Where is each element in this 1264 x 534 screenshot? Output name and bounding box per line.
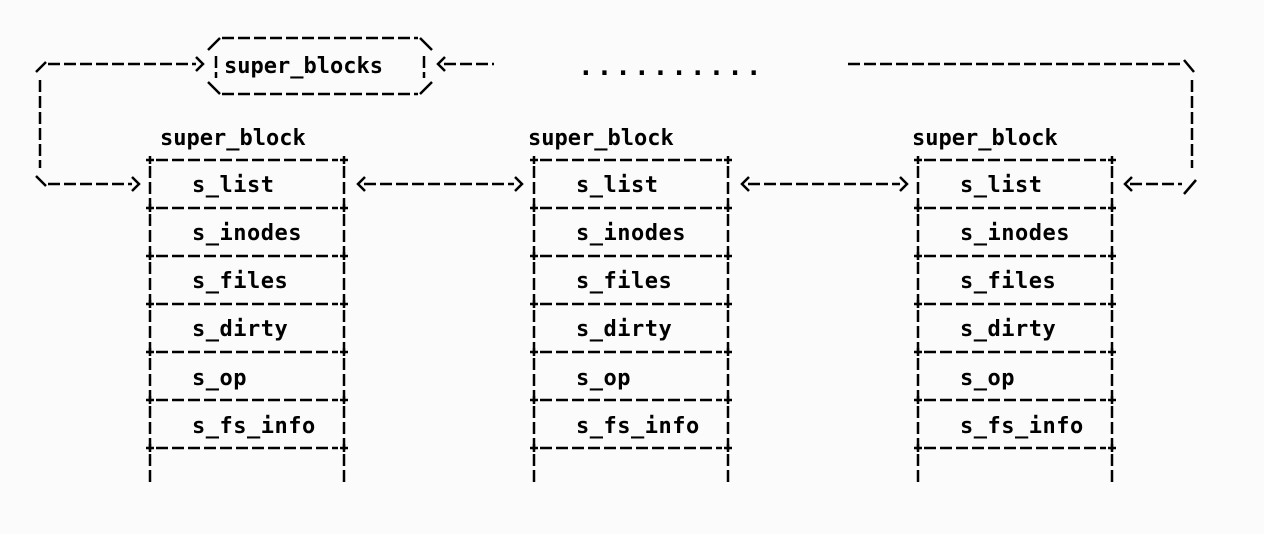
head-box-bottom-right-corner <box>419 81 433 95</box>
block-2-field-s-dirty: s_dirty <box>576 317 673 342</box>
arrow-3-from-2 <box>899 176 909 192</box>
block-3-field-s-inodes: s_inodes <box>960 221 1070 246</box>
block-2-field-s-op: s_op <box>576 366 631 391</box>
head-box-top-right-corner <box>419 37 433 51</box>
block-1-field-s-files: s_files <box>192 269 289 294</box>
block-1-field-s-op: s_op <box>192 366 247 391</box>
block-2-title: super_block <box>528 126 674 151</box>
arrow-into-head <box>195 56 205 72</box>
loop-right-corner-bottom <box>1183 179 1197 195</box>
block-3-title: super_block <box>912 126 1058 151</box>
block-1-title: super_block <box>160 126 306 151</box>
block-3-field-s-dirty: s_dirty <box>960 317 1057 342</box>
head-box-bottom-left-corner <box>207 81 221 95</box>
super-blocks-head-label: super_blocks <box>224 54 383 79</box>
block-3-field-s-files: s_files <box>960 269 1057 294</box>
block-1-field-s-fs-info: s_fs_info <box>192 414 316 439</box>
block-2-field-s-fs-info: s_fs_info <box>576 414 700 439</box>
block-3-field-s-list: s_list <box>960 173 1043 198</box>
block-2-field-s-files: s_files <box>576 269 673 294</box>
arrow-into-block-3 <box>1123 176 1133 192</box>
arrow-into-head-right <box>436 56 446 72</box>
arrow-2-from-3 <box>740 176 750 192</box>
block-2-field-s-inodes: s_inodes <box>576 221 686 246</box>
block-1-field-s-dirty: s_dirty <box>192 317 289 342</box>
arrow-2-from-1 <box>514 176 524 192</box>
block-2-field-s-list: s_list <box>576 173 659 198</box>
block-3-field-s-op: s_op <box>960 366 1015 391</box>
arrow-into-block-1 <box>131 176 141 192</box>
loop-right-corner-top <box>1183 59 1195 73</box>
loop-left-corner-top <box>35 61 47 73</box>
block-3-field-s-fs-info: s_fs_info <box>960 414 1084 439</box>
block-1-field-s-inodes: s_inodes <box>192 221 302 246</box>
block-1-field-s-list: s_list <box>192 173 275 198</box>
loop-left-corner-bottom <box>35 175 47 187</box>
ellipsis: .......... <box>578 52 765 82</box>
arrow-1-from-2 <box>356 176 366 192</box>
head-box-top-left-corner <box>207 37 221 51</box>
